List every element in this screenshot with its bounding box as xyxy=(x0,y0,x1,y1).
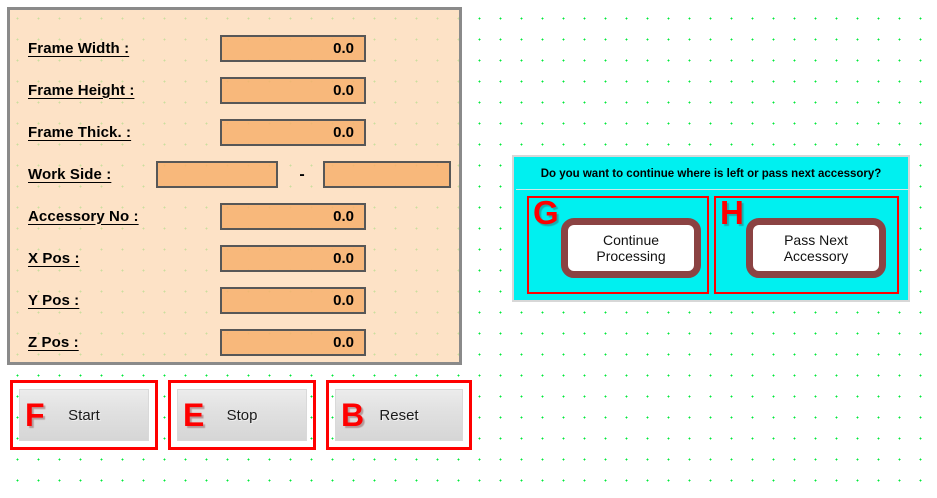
form-row-frame-height: Frame Height : 0.0 xyxy=(10,76,459,104)
label-work-side: Work Side : xyxy=(28,165,112,183)
continue-processing-label-line1: Continue xyxy=(602,231,660,248)
label-x-pos: X Pos : xyxy=(28,249,80,267)
annotation-letter-h: H xyxy=(720,194,744,231)
form-row-work-side: Work Side : - xyxy=(10,160,459,188)
label-accessory-no: Accessory No : xyxy=(28,207,139,225)
form-row-accessory-no: Accessory No : 0.0 xyxy=(10,202,459,230)
work-side-separator: - xyxy=(299,165,305,183)
pass-next-accessory-annotation: H Pass Next Accessory xyxy=(714,196,899,294)
annotation-letter-g: G xyxy=(533,194,559,231)
label-frame-thickness: Frame Thick. : xyxy=(28,123,132,141)
continue-processing-annotation: G Continue Processing xyxy=(527,196,709,294)
form-row-x-pos: X Pos : 0.0 xyxy=(10,244,459,272)
dialog-divider xyxy=(516,189,910,190)
label-frame-width: Frame Width : xyxy=(28,39,130,57)
field-y-pos[interactable]: 0.0 xyxy=(220,286,366,314)
annotation-letter-f: F xyxy=(25,397,45,433)
field-frame-thickness[interactable]: 0.0 xyxy=(220,118,366,146)
label-z-pos: Z Pos : xyxy=(28,333,79,351)
stop-button-annotation: E Stop xyxy=(168,380,316,450)
field-work-side-to[interactable] xyxy=(323,160,451,188)
form-row-y-pos: Y Pos : 0.0 xyxy=(10,286,459,314)
form-row-frame-thickness: Frame Thick. : 0.0 xyxy=(10,118,459,146)
continue-or-pass-dialog: Do you want to continue where is left or… xyxy=(512,155,910,302)
form-row-frame-width: Frame Width : 0.0 xyxy=(10,34,459,62)
field-z-pos[interactable]: 0.0 xyxy=(220,328,366,356)
pass-next-accessory-label-line1: Pass Next xyxy=(784,231,848,248)
label-y-pos: Y Pos : xyxy=(28,291,80,309)
form-row-z-pos: Z Pos : 0.0 xyxy=(10,328,459,356)
pass-next-accessory-button[interactable]: Pass Next Accessory xyxy=(746,218,886,278)
parameter-panel: Frame Width : 0.0 Frame Height : 0.0 Fra… xyxy=(7,7,462,365)
start-button-annotation: F Start xyxy=(10,380,158,450)
annotation-letter-e: E xyxy=(183,397,205,433)
field-x-pos[interactable]: 0.0 xyxy=(220,244,366,272)
annotation-letter-b: B xyxy=(341,397,365,433)
dialog-question-text: Do you want to continue where is left or… xyxy=(540,168,882,180)
pass-next-accessory-label-line2: Accessory xyxy=(783,248,849,264)
field-work-side-from[interactable] xyxy=(156,160,278,188)
continue-processing-label-line2: Processing xyxy=(596,248,666,264)
field-frame-width[interactable]: 0.0 xyxy=(220,34,366,62)
field-accessory-no[interactable]: 0.0 xyxy=(220,202,366,230)
reset-button-annotation: B Reset xyxy=(326,380,472,450)
label-frame-height: Frame Height : xyxy=(28,81,135,99)
field-frame-height[interactable]: 0.0 xyxy=(220,76,366,104)
continue-processing-button[interactable]: Continue Processing xyxy=(561,218,701,278)
